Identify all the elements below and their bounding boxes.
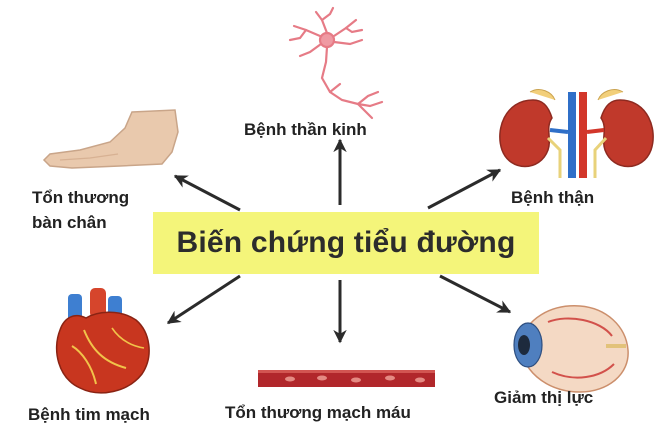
kidney-icon	[499, 89, 654, 178]
eye-icon	[513, 305, 629, 393]
label-vision-loss: Giảm thị lực	[494, 388, 594, 407]
blood-vessel-icon	[258, 370, 435, 387]
arrow-to-kidney	[427, 168, 502, 210]
label-heart-disease: Bệnh tim mạch	[28, 405, 150, 424]
heart-icon	[55, 288, 150, 394]
neuron-icon	[288, 6, 384, 120]
label-vessel-damage: Tổn thương mạch máu	[225, 403, 411, 422]
label-foot-damage-line1: Tổn thương	[32, 188, 130, 207]
label-kidney-disease: Bệnh thận	[511, 188, 595, 207]
label-nerve-disease: Bệnh thần kinh	[244, 120, 367, 139]
arrows	[166, 138, 512, 344]
center-title: Biến chứng tiểu đường	[176, 226, 516, 259]
arrow-to-heart	[166, 274, 241, 325]
label-foot-damage-line2: bàn chân	[32, 213, 107, 232]
foot-icon	[42, 109, 179, 169]
arrow-to-foot	[173, 174, 241, 212]
center-title-box: Biến chứng tiểu đường	[153, 212, 539, 274]
arrow-to-eye	[439, 274, 512, 314]
